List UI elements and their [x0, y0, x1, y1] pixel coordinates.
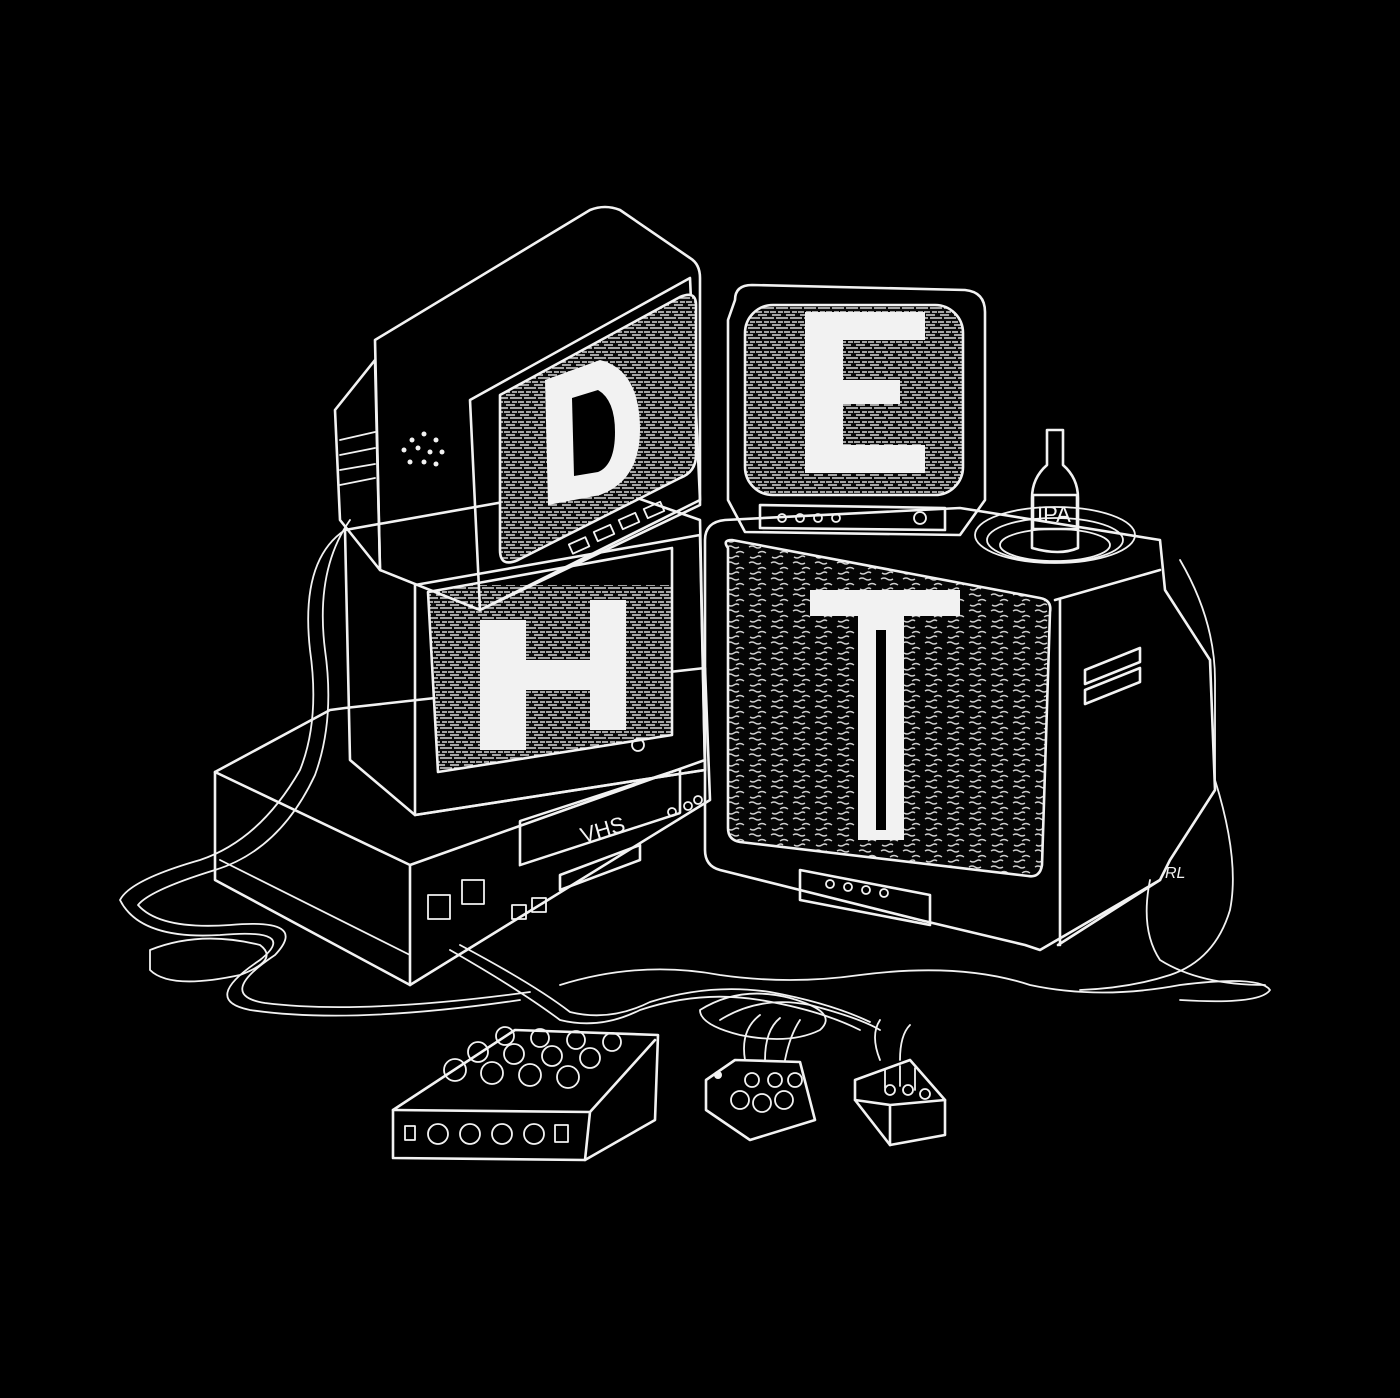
- tv-bottom-right: T RL: [703, 506, 1217, 952]
- cables: [119, 519, 1271, 1061]
- bottle-label: IPA: [1037, 502, 1071, 527]
- vcr-button-icon: [427, 894, 451, 920]
- vcr-button-icon: [461, 879, 485, 905]
- vcr: VHS: [213, 666, 712, 987]
- tv-top-left: D: [333, 205, 702, 612]
- knob-icon: [443, 1026, 622, 1089]
- effects-box: [391, 1026, 660, 1162]
- pedal-switches: [853, 1058, 947, 1147]
- tv-middle-left: H: [343, 483, 707, 817]
- bottle: IPA: [974, 428, 1136, 564]
- pedal-knobs: [704, 1058, 817, 1142]
- artist-signature: RL: [1165, 865, 1185, 882]
- tv-top-right: E: [726, 283, 987, 537]
- vcr-label: VHS: [577, 812, 627, 849]
- speaker-grille-icon: [401, 431, 445, 467]
